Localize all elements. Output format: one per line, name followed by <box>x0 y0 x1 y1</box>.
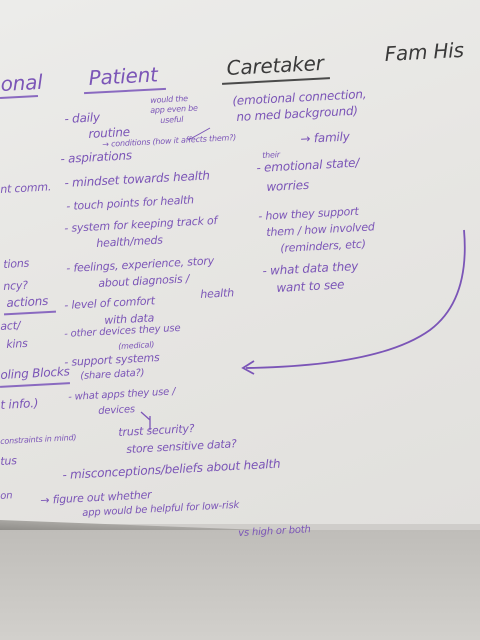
wall <box>0 530 480 640</box>
curved-arrow <box>245 229 466 369</box>
curved-arrow-head <box>241 360 255 375</box>
conditions-connector <box>187 127 211 141</box>
whiteboard <box>0 0 480 524</box>
trust-arrow <box>140 411 151 430</box>
